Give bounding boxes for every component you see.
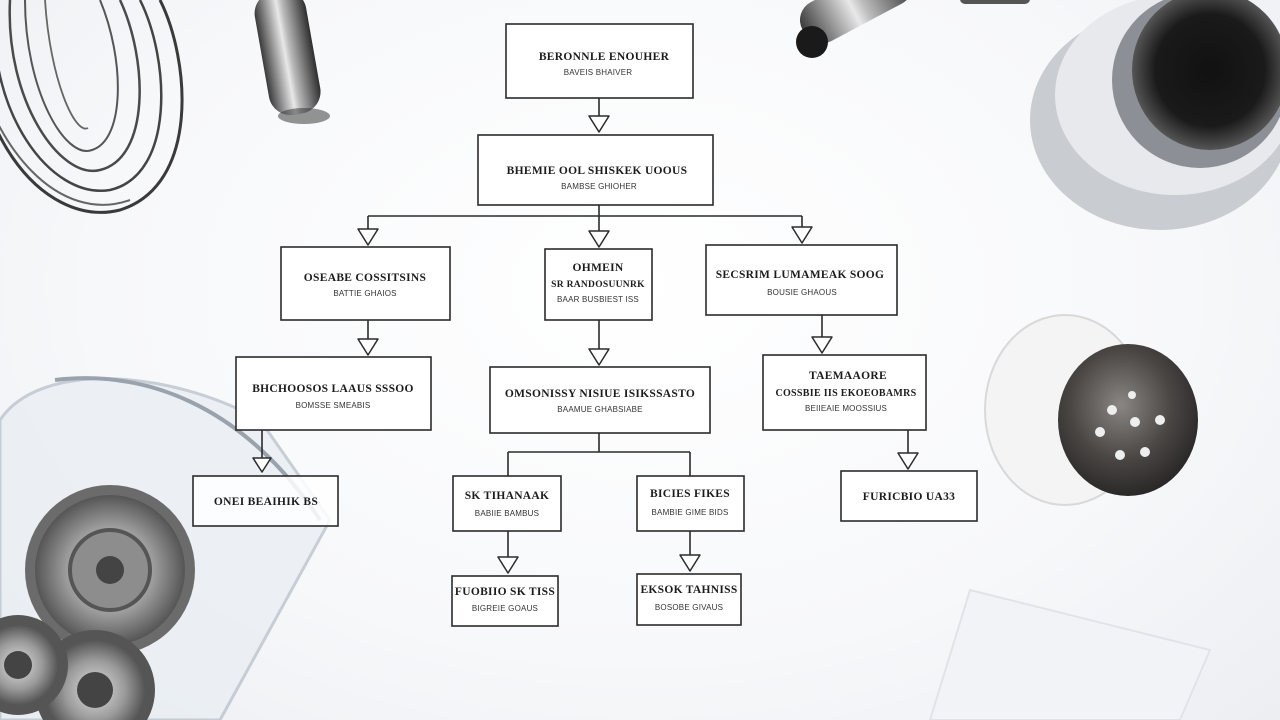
node-7-title: OMSONISSY NISIUE ISIKSSASTO — [505, 388, 695, 400]
node-10-subtitle: BABIIE BAMBUS — [475, 509, 539, 518]
node-1-title: BERONNLE ENOUHER — [539, 51, 670, 63]
shaker-image — [984, 314, 1198, 506]
node-4[interactable]: OHMEIN SR RANDOSUUNRK BAAR BUSBIEST ISS — [544, 248, 653, 321]
node-4-title: OHMEIN — [573, 262, 624, 274]
node-7[interactable]: OMSONISSY NISIUE ISIKSSASTO BAAMUE GHABS… — [489, 366, 711, 434]
cup-image — [1030, 0, 1280, 230]
node-1-subtitle: BAVEIS BHAIVER — [564, 68, 632, 77]
node-4-line2: SR RANDOSUUNRK — [551, 280, 645, 290]
node-8-line2: COSSBIE IIS EKOEOBAMRS — [775, 388, 916, 399]
node-12-title: FURICBIO UA33 — [863, 491, 955, 503]
node-6-title: BHCHOOSOS LAAUS SSSOO — [252, 383, 414, 395]
node-2-title: BHEMIE OOL SHISKEK UOOUS — [507, 165, 688, 177]
node-2-subtitle: BAMBSE GHIOHER — [561, 182, 637, 191]
node-14-title: EKSOK TAHNISS — [640, 584, 737, 596]
node-8[interactable]: TAEMAAORE COSSBIE IIS EKOEOBAMRS BEIIEAI… — [762, 354, 927, 431]
node-10-title: SK TIHANAAK — [465, 490, 550, 502]
node-2[interactable]: BHEMIE OOL SHISKEK UOOUS BAMBSE GHIOHER — [477, 134, 714, 206]
node-5-title: SECSRIM LUMAMEAK SOOG — [716, 269, 885, 281]
node-1[interactable]: BERONNLE ENOUHER BAVEIS BHAIVER — [505, 23, 694, 99]
node-14[interactable]: EKSOK TAHNISS BOSOBE GIVAUS — [636, 573, 742, 626]
node-8-subtitle: BEIIEAIE MOOSSIUS — [805, 404, 887, 413]
node-4-subtitle: BAAR BUSBIEST ISS — [557, 295, 639, 304]
node-3[interactable]: OSEABE COSSITSINS BATTIE GHAIOS — [280, 246, 451, 321]
node-5-subtitle: BOUSIE GHAOUS — [767, 288, 837, 297]
node-7-subtitle: BAAMUE GHABSIABE — [557, 405, 642, 414]
node-9[interactable]: ONEI BEAIHIK BS — [192, 475, 339, 527]
node-13-title: FUOBIIO SK TISS — [455, 586, 555, 598]
paper-sheet-image — [928, 588, 1212, 720]
node-6[interactable]: BHCHOOSOS LAAUS SSSOO BOMSSE SMEABIS — [235, 356, 432, 431]
node-6-subtitle: BOMSSE SMEABIS — [296, 401, 371, 410]
tongs-image — [796, 0, 1030, 58]
node-5[interactable]: SECSRIM LUMAMEAK SOOG BOUSIE GHAOUS — [705, 244, 898, 316]
arrowheads — [252, 115, 919, 574]
node-11-subtitle: BAMBIE GIME BIDS — [652, 508, 729, 517]
node-12[interactable]: FURICBIO UA33 — [840, 470, 978, 522]
node-3-title: OSEABE COSSITSINS — [304, 272, 426, 284]
node-8-title: TAEMAAORE — [809, 370, 887, 382]
node-3-subtitle: BATTIE GHAIOS — [333, 289, 396, 298]
node-11-title: BICIES FIKES — [650, 488, 730, 500]
node-14-subtitle: BOSOBE GIVAUS — [655, 603, 723, 612]
whisk-image — [0, 0, 184, 214]
node-10[interactable]: SK TIHANAAK BABIIE BAMBUS — [452, 475, 562, 532]
node-9-title: ONEI BEAIHIK BS — [214, 496, 318, 508]
node-11[interactable]: BICIES FIKES BAMBIE GIME BIDS — [636, 475, 745, 532]
metal-handle-image — [254, 0, 330, 124]
node-13-subtitle: BIGREIE GOAUS — [472, 604, 538, 613]
node-13[interactable]: FUOBIIO SK TISS BIGREIE GOAUS — [451, 575, 559, 627]
connectors — [261, 98, 909, 560]
